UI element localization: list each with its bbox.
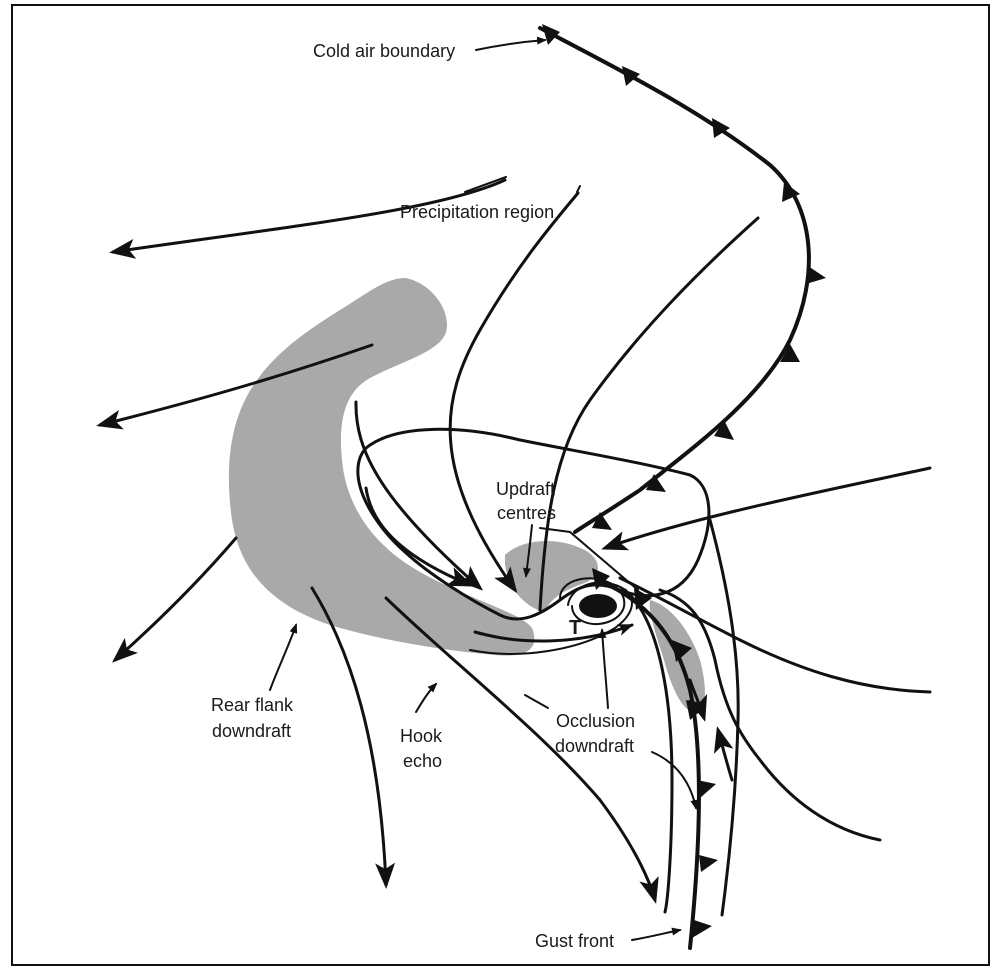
- gust-front-upflow-arrow: [718, 730, 732, 780]
- occlusion-downdraft-arrow: [652, 752, 696, 808]
- label-rear-flank-1: Rear flank: [211, 695, 294, 715]
- occlusion-leader-arrow: [602, 630, 608, 708]
- label-occlusion-1: Occlusion: [556, 711, 635, 731]
- label-gust-front: Gust front: [535, 931, 614, 951]
- gust-front-leader-arrow: [632, 930, 680, 940]
- label-occlusion-2: downdraft: [555, 736, 634, 756]
- label-tornado-marker: T: [569, 617, 581, 639]
- label-cold-air-boundary: Cold air boundary: [313, 41, 455, 61]
- hook-echo-leader-arrow: [416, 684, 436, 712]
- mesocyclone-core: [579, 594, 617, 618]
- rear-flank-downdraft-region: [229, 278, 535, 656]
- label-updraft-centres-1: Updraft: [496, 479, 555, 499]
- precip-tick-left: [465, 177, 506, 192]
- cold-air-boundary-front: [540, 28, 809, 532]
- label-rear-flank-2: downdraft: [212, 721, 291, 741]
- label-hook-echo-1: Hook: [400, 726, 443, 746]
- label-updraft-centres-2: centres: [497, 503, 556, 523]
- cold-air-leader-arrow: [476, 40, 545, 50]
- label-hook-echo-2: echo: [403, 751, 442, 771]
- outflow-arrow-lower: [115, 538, 236, 660]
- rear-flank-leader-arrow: [270, 625, 296, 690]
- precip-tick-right: [577, 186, 580, 192]
- occlusion-tick: [525, 695, 548, 708]
- label-precipitation-region: Precipitation region: [400, 202, 554, 222]
